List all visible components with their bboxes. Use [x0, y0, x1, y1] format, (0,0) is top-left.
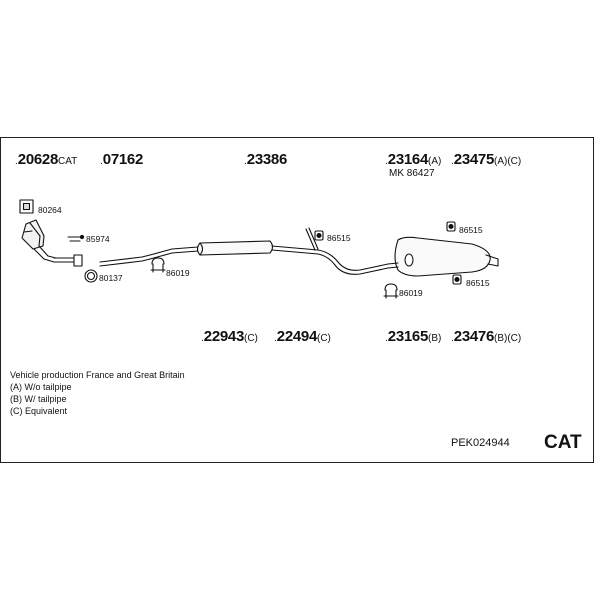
part-number-value: 23165 [387, 328, 429, 345]
part-label-86515-mid[interactable]: 86515 [327, 233, 351, 243]
part-suffix: (C) [317, 333, 331, 344]
part-suffix: (A)(C) [494, 156, 522, 167]
part-number-22494[interactable]: .22494(C) [274, 328, 331, 345]
rubber-mount-86515-rear-top-icon[interactable] [446, 221, 456, 232]
category-label: CAT [544, 432, 582, 453]
part-number-23164[interactable]: .23164(A) [385, 151, 442, 168]
part-number-value: 22494 [276, 328, 318, 345]
part-label-86019-rear[interactable]: 86019 [399, 288, 423, 298]
rear-pipe-icon[interactable] [271, 227, 389, 275]
note-line: (B) W/ tailpipe [10, 394, 67, 404]
part-number-20628[interactable]: .20628CAT [15, 151, 78, 168]
notes-block: Vehicle production France and Great Brit… [10, 369, 185, 417]
part-label-80137[interactable]: 80137 [99, 273, 123, 283]
part-number-23476[interactable]: .23476(B)(C) [451, 328, 522, 345]
front-pipe-icon[interactable] [53, 254, 83, 267]
note-line: Vehicle production France and Great Brit… [10, 370, 185, 380]
rubber-mount-86515-rear-bottom-icon[interactable] [452, 274, 462, 285]
part-suffix: (A) [428, 156, 442, 167]
clamp-86019-rear-icon[interactable] [383, 283, 399, 299]
part-label-86515-rear-bottom[interactable]: 86515 [466, 278, 490, 288]
part-number-07162[interactable]: .07162 [100, 151, 144, 168]
note-line: (C) Equivalent [10, 406, 68, 416]
part-number-value: 07162 [102, 151, 144, 168]
rubber-mount-86515-mid-icon[interactable] [314, 230, 324, 241]
part-number-23165[interactable]: .23165(B) [385, 328, 442, 345]
diagram-frame [0, 137, 594, 463]
part-suffix: CAT [58, 156, 78, 167]
note-line: (A) W/o tailpipe [10, 382, 72, 392]
part-suffix: (B) [428, 333, 442, 344]
part-number-value: 23164 [387, 151, 429, 168]
gasket-80264-icon[interactable] [19, 199, 34, 214]
part-number-22943[interactable]: .22943(C) [201, 328, 258, 345]
part-suffix: (C) [244, 333, 258, 344]
pipe-to-center-silencer-icon[interactable] [149, 246, 199, 260]
part-label-86019-front[interactable]: 86019 [166, 268, 190, 278]
seal-ring-80137-icon[interactable] [84, 269, 98, 283]
part-number-value: 23386 [246, 151, 288, 168]
part-number-value: 22943 [203, 328, 245, 345]
clamp-86019-front-icon[interactable] [150, 257, 166, 273]
part-number-value: 20628 [17, 151, 59, 168]
part-number-value: 23476 [453, 328, 495, 345]
center-silencer-icon[interactable] [196, 240, 274, 256]
bolt-85974-icon[interactable] [67, 234, 85, 242]
part-label-85974[interactable]: 85974 [86, 234, 110, 244]
part-label-80264[interactable]: 80264 [38, 205, 62, 215]
part-number-value: 23475 [453, 151, 495, 168]
catalytic-converter-icon[interactable] [21, 219, 57, 263]
middle-pipe-icon[interactable] [99, 254, 151, 267]
part-label-86515-rear-top[interactable]: 86515 [459, 225, 483, 235]
product-code: PEK024944 [451, 437, 510, 449]
mounting-kit-label[interactable]: MK 86427 [389, 168, 435, 179]
part-number-23475[interactable]: .23475(A)(C) [451, 151, 522, 168]
part-suffix: (B)(C) [494, 333, 522, 344]
rear-silencer-icon[interactable] [387, 236, 499, 277]
part-number-23386[interactable]: .23386 [244, 151, 288, 168]
